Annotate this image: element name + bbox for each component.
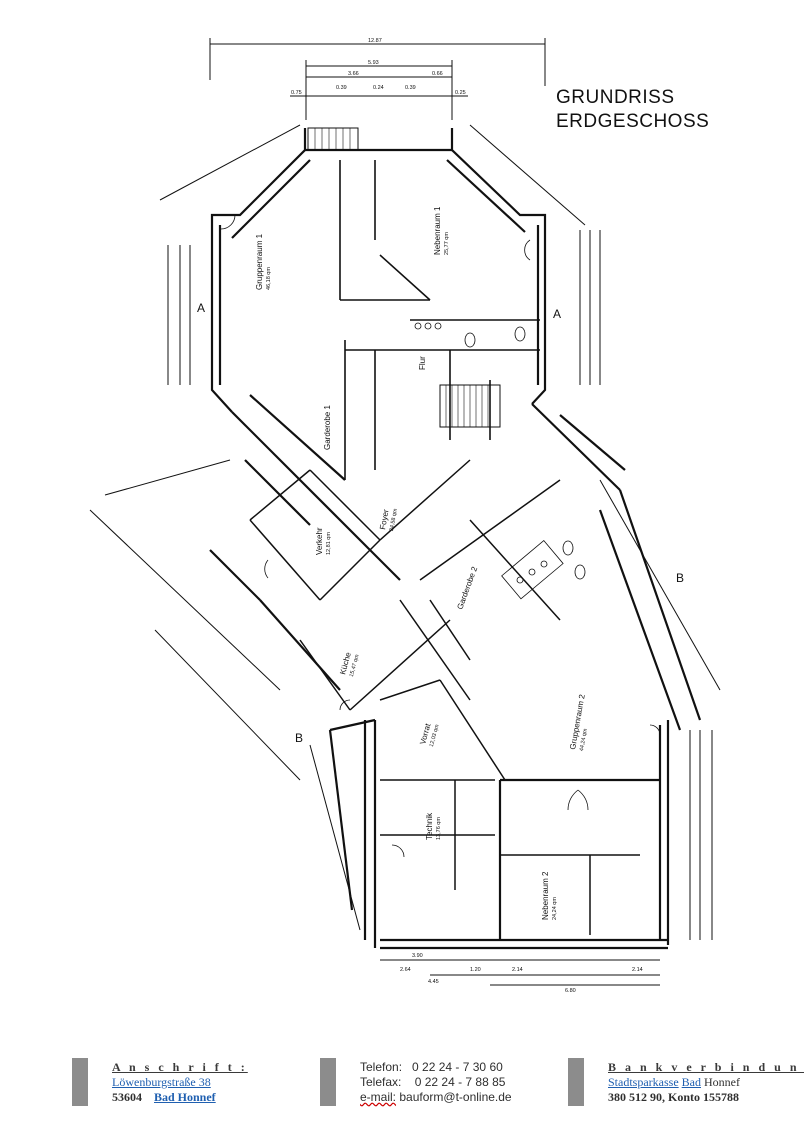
room-garderobe-1: Garderobe 1 xyxy=(323,405,332,450)
dim-bottom-c: 4.45 xyxy=(428,979,439,985)
room-gruppenraum-1: Gruppenraum 1 46,18 qm xyxy=(255,233,272,290)
bank-name-line: Stadtsparkasse Bad Honnef xyxy=(608,1075,804,1090)
svg-text:Nebenraum 2: Nebenraum 2 xyxy=(541,871,550,920)
address-city[interactable]: Bad Honnef xyxy=(154,1090,216,1104)
dim-row4-a: 0.75 xyxy=(291,90,302,96)
dim-row3-b: 0.66 xyxy=(432,71,443,77)
svg-text:Gruppenraum 1: Gruppenraum 1 xyxy=(255,233,264,290)
svg-text:12,81 qm: 12,81 qm xyxy=(326,532,332,555)
dim-row4-c: 0.24 xyxy=(373,85,384,91)
dim-row4-b: 0.39 xyxy=(336,85,347,91)
phone-label: Telefon: xyxy=(360,1060,403,1074)
email-value[interactable]: bauform@t-online.de xyxy=(399,1090,512,1104)
room-nebenraum-1: Nebenraum 1 25,77 qm xyxy=(433,206,450,255)
letterhead-footer: A n s c h r i f t : Löwenburgstraße 38 5… xyxy=(0,1050,804,1120)
room-technik: Technik 13,76 qm xyxy=(425,812,442,840)
axis-label-b-right: B xyxy=(676,571,684,585)
svg-text:Nebenraum 1: Nebenraum 1 xyxy=(433,206,442,255)
room-gruppenraum-2: Gruppenraum 2 44,24 qm xyxy=(568,693,589,752)
dim-bottom-g: 2.14 xyxy=(632,967,643,973)
dim-row2: 5.93 xyxy=(368,60,379,66)
email-label: e-mail: xyxy=(360,1090,397,1104)
svg-text:44,24 qm: 44,24 qm xyxy=(579,728,589,752)
room-verkehr: Verkehr 12,81 qm xyxy=(315,527,332,555)
svg-text:13,76 qm: 13,76 qm xyxy=(436,817,442,840)
dim-bottom-b: 2.64 xyxy=(400,967,411,973)
svg-text:24,24 qm: 24,24 qm xyxy=(552,897,558,920)
title-line-2: ERDGESCHOSS xyxy=(556,111,710,132)
axis-label-a-left: A xyxy=(197,301,205,315)
svg-text:12,03 qm: 12,03 qm xyxy=(429,723,441,747)
contact-fax-line: Telefax: 0 22 24 - 7 88 85 xyxy=(360,1075,512,1090)
svg-text:Technik: Technik xyxy=(425,812,434,840)
svg-text:Garderobe 1: Garderobe 1 xyxy=(323,405,332,450)
svg-text:15,47 qm: 15,47 qm xyxy=(349,653,361,677)
bank-heading: B a n k v e r b i n d u n g : xyxy=(608,1060,804,1074)
footer-bank: B a n k v e r b i n d u n g : Stadtspark… xyxy=(568,1056,804,1116)
svg-text:Foyer: Foyer xyxy=(378,508,390,530)
svg-text:Flur: Flur xyxy=(418,356,427,370)
dim-bottom-f: 2.14 xyxy=(512,967,523,973)
dim-row4-e: 0.25 xyxy=(455,90,466,96)
dim-overall: 12.87 xyxy=(368,38,382,44)
contact-phone-line: Telefon: 0 22 24 - 7 30 60 xyxy=(360,1060,512,1075)
title-line-1: GRUNDRISS xyxy=(556,87,675,108)
svg-text:Garderobe 2: Garderobe 2 xyxy=(455,565,479,611)
dim-bottom-d: 1.20 xyxy=(470,967,481,973)
fax-label: Telefax: xyxy=(360,1075,402,1089)
bank-account: 380 512 90, Konto 155788 xyxy=(608,1090,740,1104)
room-kueche: Küche 15,47 qm xyxy=(338,651,360,678)
dim-row3-a: 3.66 xyxy=(348,71,359,77)
svg-text:Verkehr: Verkehr xyxy=(315,527,324,555)
room-garderobe-2: Garderobe 2 xyxy=(455,565,479,611)
phone-value: 0 22 24 - 7 30 60 xyxy=(412,1060,503,1074)
drawing-title: GRUNDRISS ERDGESCHOSS xyxy=(556,86,756,134)
floor-plan: A A B B 12.87 5.93 3.66 0.66 0.75 0.39 0… xyxy=(89,38,721,994)
room-foyer: Foyer 24,58 qm xyxy=(378,508,399,532)
dim-bottom-a: 3.90 xyxy=(412,953,423,959)
bank-name-b[interactable]: Bad xyxy=(681,1075,701,1089)
dim-bottom-e: 6.80 xyxy=(565,988,576,994)
svg-text:25,77 qm: 25,77 qm xyxy=(444,232,450,255)
address-street[interactable]: Löwenburgstraße 38 xyxy=(112,1075,211,1089)
room-vorrat: Vorrat 12,03 qm xyxy=(418,722,441,748)
footer-contact: Telefon: 0 22 24 - 7 30 60 Telefax: 0 22… xyxy=(320,1056,560,1116)
footer-bar-contact xyxy=(320,1058,336,1106)
footer-bar-address xyxy=(72,1058,88,1106)
fax-value: 0 22 24 - 7 88 85 xyxy=(414,1075,506,1089)
svg-text:46,18 qm: 46,18 qm xyxy=(266,267,272,290)
room-flur: Flur xyxy=(418,356,427,370)
footer-address: A n s c h r i f t : Löwenburgstraße 38 5… xyxy=(72,1056,312,1116)
address-zip: 53604 xyxy=(112,1090,142,1104)
axis-label-a-right: A xyxy=(553,307,561,321)
contact-email-line: e-mail: bauform@t-online.de xyxy=(360,1090,512,1105)
bank-name-c: Honnef xyxy=(704,1075,740,1089)
address-heading: A n s c h r i f t : xyxy=(112,1060,248,1074)
room-nebenraum-2: Nebenraum 2 24,24 qm xyxy=(541,871,558,920)
bank-name-a[interactable]: Stadtsparkasse xyxy=(608,1075,679,1089)
axis-label-b-left: B xyxy=(295,731,303,745)
svg-text:24,58 qm: 24,58 qm xyxy=(389,508,399,532)
dim-row4-d: 0.39 xyxy=(405,85,416,91)
footer-bar-bank xyxy=(568,1058,584,1106)
address-city-line: 53604 Bad Honnef xyxy=(112,1090,248,1105)
